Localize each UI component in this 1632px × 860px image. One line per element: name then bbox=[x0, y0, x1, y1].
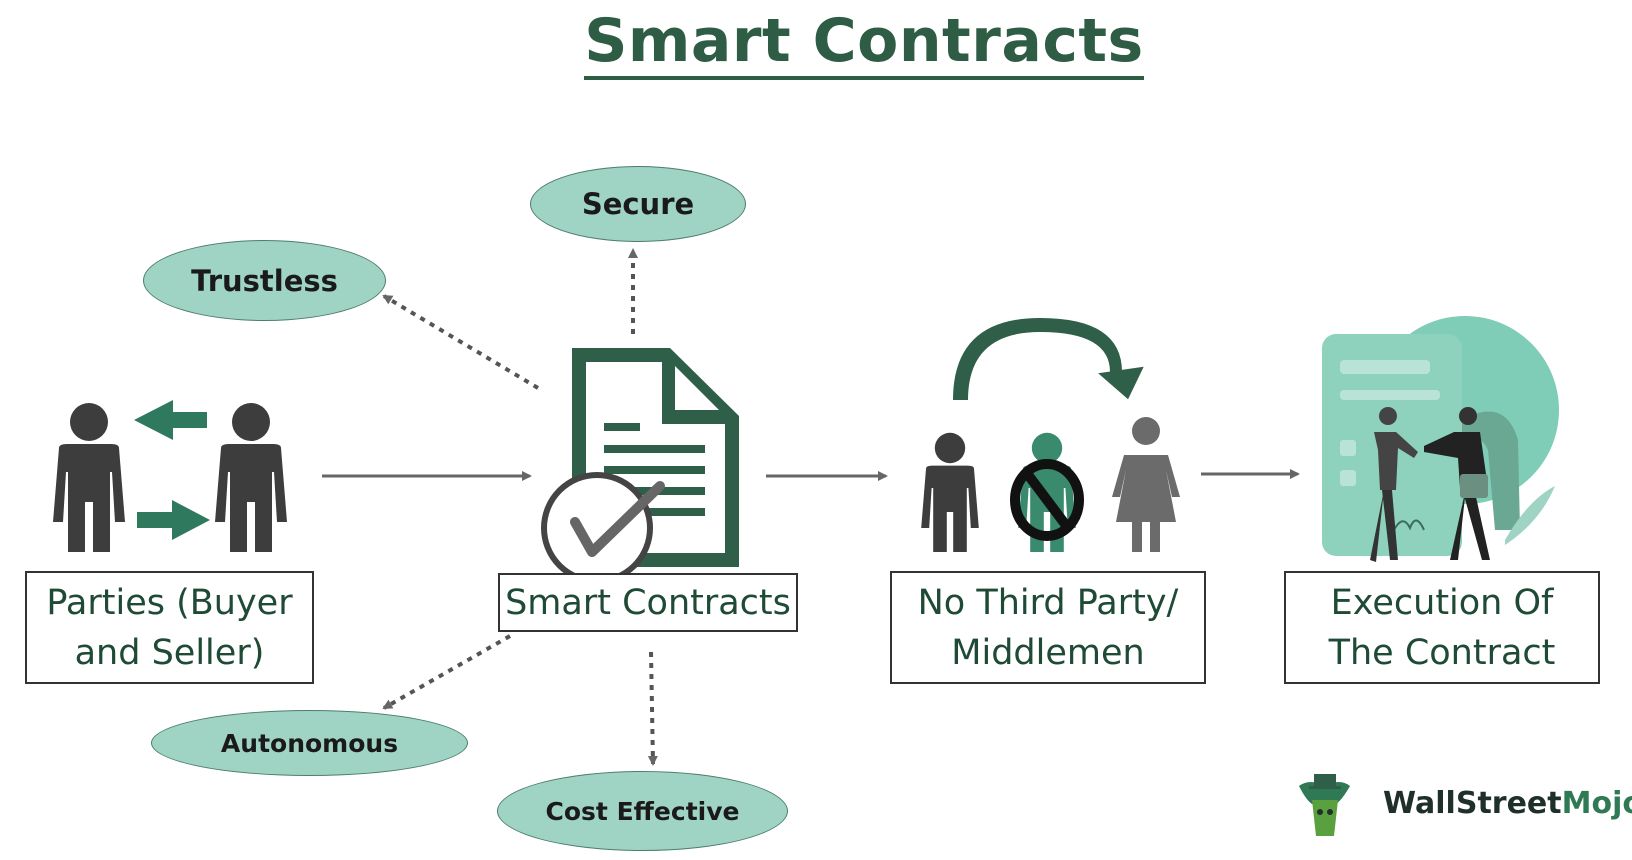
prohibited-icon bbox=[1010, 459, 1084, 541]
execution-label-line2: The Contract bbox=[1328, 632, 1556, 673]
woman-icon bbox=[1112, 417, 1180, 552]
exchange-arrow-icon bbox=[134, 400, 210, 540]
no-third-party-box: No Third Party/ Middlemen bbox=[890, 571, 1206, 684]
feature-oval-cost-effective: Cost Effective bbox=[497, 771, 788, 851]
person-icon bbox=[921, 432, 979, 552]
smart-contracts-label: Smart Contracts bbox=[505, 582, 791, 623]
dotted-arrow-trustless bbox=[382, 294, 540, 390]
page-title: Smart Contracts bbox=[0, 6, 1632, 80]
checkmark-icon bbox=[541, 472, 665, 584]
parties-box: Parties (Buyer and Seller) bbox=[25, 571, 314, 684]
handshake-illustration bbox=[1322, 316, 1559, 562]
brand-logo-text: WallStreetMojo bbox=[1383, 786, 1632, 821]
feature-oval-secure: Secure bbox=[530, 166, 746, 242]
execution-label-line1: Execution Of bbox=[1330, 582, 1554, 623]
feature-label: Autonomous bbox=[220, 728, 399, 758]
feature-label: Secure bbox=[581, 187, 695, 221]
curved-arrow-icon bbox=[953, 318, 1144, 400]
feature-label: Cost Effective bbox=[545, 796, 740, 826]
person-icon bbox=[53, 403, 125, 552]
no-third-party-label-line1: No Third Party/ bbox=[917, 582, 1179, 623]
no-third-party-label-line2: Middlemen bbox=[951, 632, 1145, 673]
parties-label-line2: and Seller) bbox=[74, 632, 265, 673]
dotted-arrow-autonomous bbox=[382, 634, 511, 710]
execution-box: Execution Of The Contract bbox=[1284, 571, 1600, 684]
smart-contracts-box: Smart Contracts bbox=[498, 573, 798, 632]
person-icon bbox=[215, 403, 287, 552]
parties-label-line1: Parties (Buyer bbox=[46, 582, 293, 623]
feature-oval-autonomous: Autonomous bbox=[151, 710, 468, 776]
feature-label: Trustless bbox=[191, 263, 338, 298]
dotted-arrow-cost bbox=[647, 651, 658, 766]
logo-icon bbox=[1299, 774, 1350, 836]
feature-oval-trustless: Trustless bbox=[143, 240, 386, 321]
